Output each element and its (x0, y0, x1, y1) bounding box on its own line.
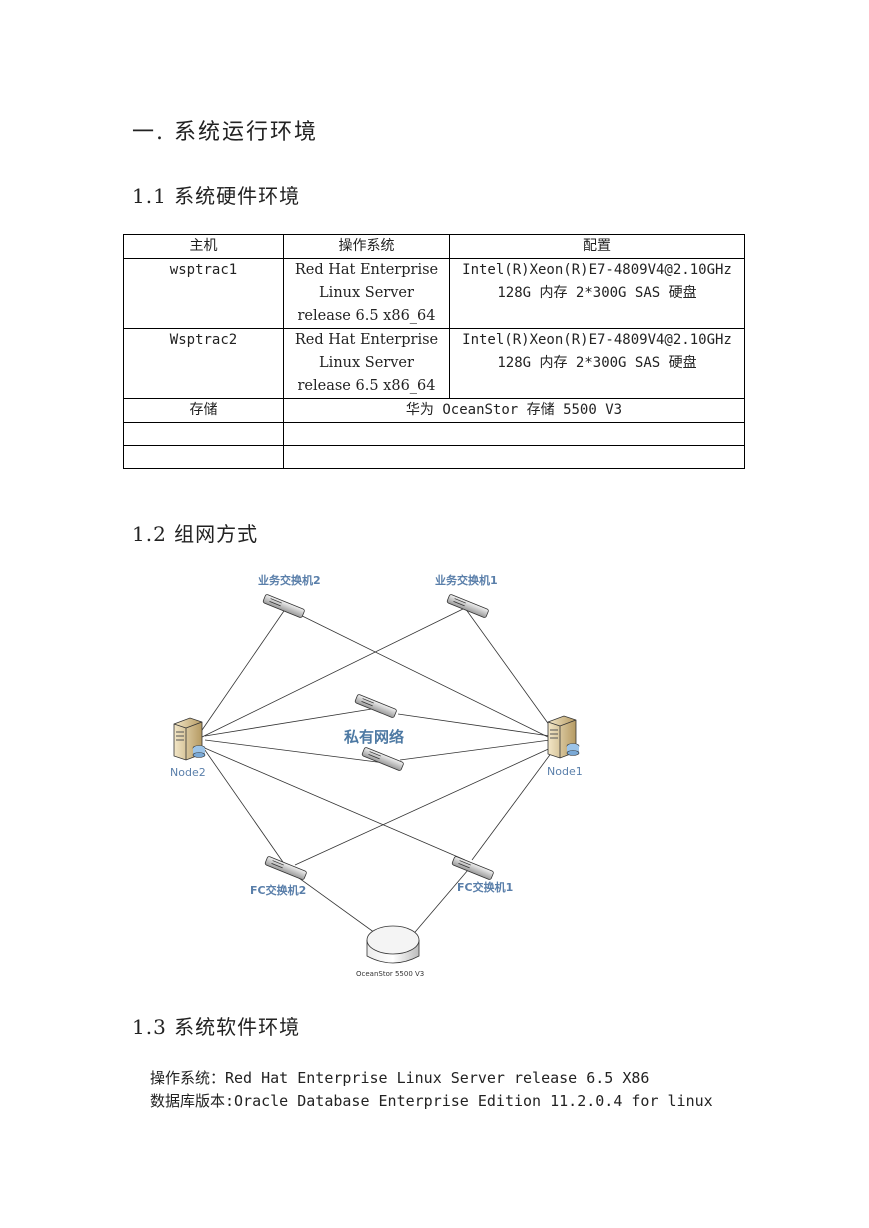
link-line (199, 745, 466, 861)
network-diagram: 业务交换机2 业务交换机1 私有网络 Node2 Node1 FC交换机2 FC… (170, 573, 583, 978)
link-line (199, 742, 286, 866)
table-row-empty (123, 445, 745, 469)
storage-icon (366, 925, 420, 964)
config-line: Intel(R)Xeon(R)E7-4809V4@2.10GHz (462, 332, 732, 348)
link-line (291, 872, 383, 939)
link-line (204, 739, 386, 764)
link-line (204, 707, 379, 737)
node-label: Node2 (170, 766, 206, 779)
table-row: wsptrac1 Red Hat Enterprise Linux Server… (123, 258, 745, 329)
config-line: Intel(R)Xeon(R)E7-4809V4@2.10GHz (462, 262, 732, 278)
os-line: Red Hat Enterprise (294, 332, 439, 348)
link-line (464, 607, 556, 734)
link-line (471, 747, 556, 861)
link-line (409, 869, 469, 939)
empty-cell (123, 422, 284, 446)
link-line (199, 607, 466, 739)
switch-label: FC交换机2 (250, 883, 306, 897)
os-cell: Red Hat Enterprise Linux Server release … (283, 328, 450, 399)
connection-lines (199, 607, 556, 939)
switch-label: FC交换机1 (457, 880, 513, 894)
link-line (399, 739, 551, 761)
switch-icon (262, 594, 305, 618)
host-cell: Wsptrac2 (123, 328, 284, 399)
table-row: 存储 华为 OceanStor 存储 5500 V3 (123, 398, 745, 423)
host-cell: wsptrac1 (123, 258, 284, 329)
os-line: Linux Server (319, 355, 414, 371)
section-heading-1: 一. 系统运行环境 (132, 120, 318, 145)
os-line: release 6.5 x86_64 (297, 378, 436, 394)
switch-icon (354, 694, 397, 718)
node-label: Node1 (547, 765, 583, 778)
link-line (397, 713, 551, 737)
config-line: 128G 内存 2*300G SAS 硬盘 (497, 285, 697, 301)
config-cell: Intel(R)Xeon(R)E7-4809V4@2.10GHz 128G 内存… (449, 328, 745, 399)
storage-label: OceanStor 5500 V3 (356, 970, 424, 978)
link-line (199, 607, 287, 734)
switch-icon (264, 856, 307, 880)
storage-value-cell: 华为 OceanStor 存储 5500 V3 (283, 398, 745, 423)
table-header-host: 主机 (123, 234, 284, 259)
config-line: 128G 内存 2*300G SAS 硬盘 (497, 355, 697, 371)
table-header-os: 操作系统 (283, 234, 450, 259)
switch-icon (446, 594, 489, 618)
switch-label: 业务交换机2 (258, 573, 321, 587)
os-line: Red Hat Enterprise (294, 262, 439, 278)
section-heading-network: 1.2 组网方式 (132, 522, 259, 546)
server-icon (173, 717, 206, 761)
switch-icon (361, 747, 404, 771)
empty-cell (123, 445, 284, 469)
server-icon (547, 715, 580, 759)
switch-icon (451, 856, 494, 880)
os-info-line: 操作系统：Red Hat Enterprise Linux Server rel… (150, 1069, 650, 1087)
section-heading-software: 1.3 系统软件环境 (132, 1015, 301, 1039)
link-line (294, 745, 556, 866)
os-line: Linux Server (319, 285, 414, 301)
switch-label: 业务交换机1 (435, 573, 498, 587)
hardware-table: 主机 操作系统 配置 wsptrac1 Red Hat Enterprise L… (123, 234, 745, 469)
storage-label-cell: 存储 (123, 398, 284, 423)
config-cell: Intel(R)Xeon(R)E7-4809V4@2.10GHz 128G 内存… (449, 258, 745, 329)
table-header-config: 配置 (449, 234, 745, 259)
private-network-label: 私有网络 (343, 728, 404, 746)
link-line (285, 607, 551, 739)
table-row-empty (123, 422, 745, 446)
os-cell: Red Hat Enterprise Linux Server release … (283, 258, 450, 329)
db-info-line: 数据库版本:Oracle Database Enterprise Edition… (150, 1092, 713, 1110)
empty-cell (283, 445, 745, 469)
os-line: release 6.5 x86_64 (297, 308, 436, 324)
section-heading-hardware: 1.1 系统硬件环境 (132, 184, 301, 208)
empty-cell (283, 422, 745, 446)
table-header-row: 主机 操作系统 配置 (123, 234, 745, 259)
table-row: Wsptrac2 Red Hat Enterprise Linux Server… (123, 328, 745, 399)
